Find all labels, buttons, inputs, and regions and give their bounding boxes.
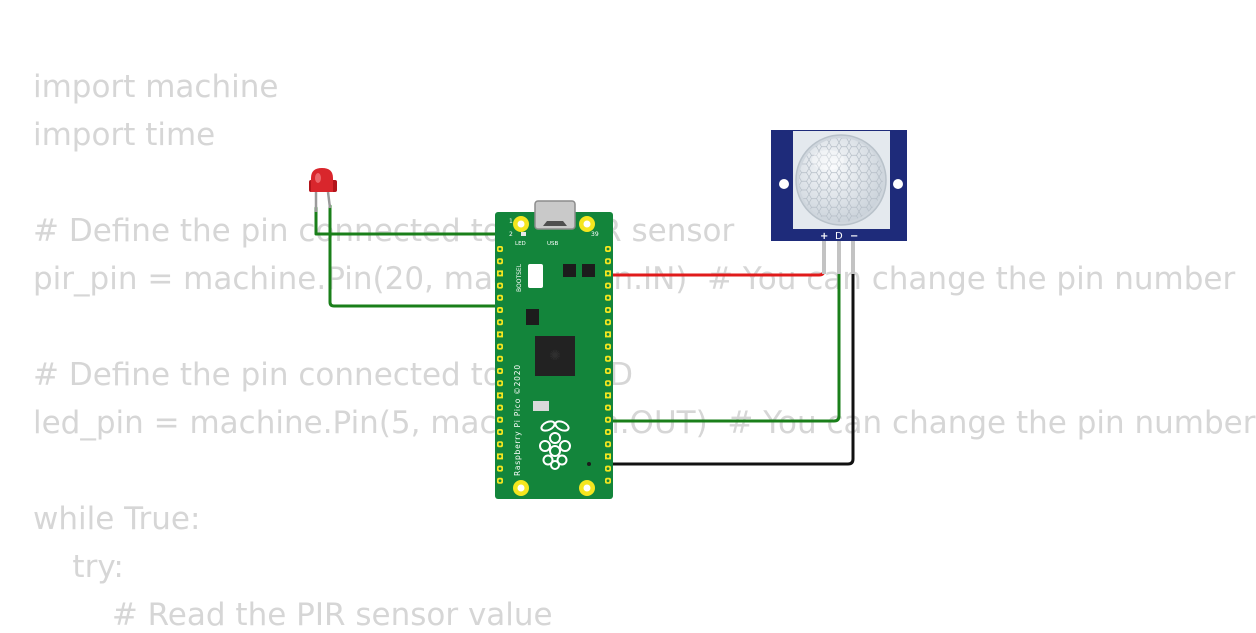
pad-hole (498, 406, 502, 409)
pin-1-label: 1 (509, 218, 513, 225)
pin-2-label: 2 (509, 231, 513, 238)
board-name-label: Raspberry Pi Pico ©2020 (513, 364, 522, 476)
bootsel-button[interactable] (528, 264, 543, 288)
pad-hole (498, 333, 502, 336)
pad-hole (606, 272, 610, 275)
led-silkscreen-label: LED (515, 241, 526, 247)
pir-pin-label: D (835, 231, 843, 242)
pad-hole (606, 381, 610, 385)
pir-pin-label: + (820, 231, 828, 242)
pad-hole (606, 418, 610, 422)
pad-hole (498, 320, 502, 324)
mounting-hole (779, 179, 789, 189)
red-led[interactable] (309, 168, 337, 212)
pad-hole (498, 259, 502, 263)
pad-hole (498, 430, 502, 434)
pad-hole (498, 345, 502, 348)
pad-hole (606, 369, 610, 373)
pad-hole (498, 308, 502, 312)
pad-hole (606, 333, 610, 336)
mounting-hole (893, 179, 903, 189)
pad-hole (606, 357, 610, 361)
pad-hole (498, 357, 502, 361)
usb-connector (534, 200, 576, 230)
pad-hole (498, 369, 502, 373)
wire-led-anode[interactable] (314, 206, 502, 251)
pad-hole (498, 394, 502, 397)
pad-hole (498, 479, 502, 483)
pad-hole (498, 442, 502, 446)
pad-hole (606, 394, 610, 397)
pad-hole (606, 467, 610, 470)
pad-hole (606, 455, 610, 458)
rp2040-chip (535, 336, 575, 376)
raspberry-logo-icon (539, 420, 571, 470)
pad-hole (606, 320, 610, 324)
pad-hole (498, 272, 502, 275)
pad-hole (606, 479, 610, 483)
pir-pin-label: − (850, 231, 858, 242)
pad-hole (606, 308, 610, 312)
pad-hole (606, 259, 610, 263)
pad-hole (606, 442, 610, 446)
pad-hole (498, 284, 502, 287)
pir-dome-icon (799, 138, 883, 222)
svg-text:✺: ✺ (549, 348, 561, 364)
mounting-holes (513, 216, 595, 496)
pad-hole (498, 418, 502, 422)
bootsel-label: BOOTSEL (516, 263, 523, 292)
pad-hole (606, 406, 610, 409)
raspberry-pi-pico[interactable]: 1 2 39 LED USB BOOTSEL ✺ Raspb (495, 200, 613, 499)
pad-hole (606, 430, 610, 434)
pad-hole (606, 345, 610, 348)
pad-hole (498, 296, 502, 300)
gpio-pads (497, 246, 611, 484)
pad-hole (498, 467, 502, 470)
pin-39-label: 39 (591, 231, 599, 238)
pad-hole (606, 247, 610, 251)
pad-hole (498, 247, 502, 251)
pir-motion-sensor[interactable]: + D − (771, 130, 907, 274)
wire-pir-vcc[interactable] (601, 238, 826, 277)
pad-hole (606, 284, 610, 287)
pad-hole (498, 455, 502, 458)
wire-pir-data[interactable] (601, 238, 841, 423)
wire-pir-gnd[interactable] (601, 238, 855, 466)
usb-silkscreen-label: USB (547, 241, 559, 247)
wire-led-cathode[interactable] (328, 204, 502, 308)
circuit-diagram: 1 2 39 LED USB BOOTSEL ✺ Raspb (309, 130, 907, 499)
pad-hole (498, 381, 502, 385)
pad-hole (606, 296, 610, 300)
